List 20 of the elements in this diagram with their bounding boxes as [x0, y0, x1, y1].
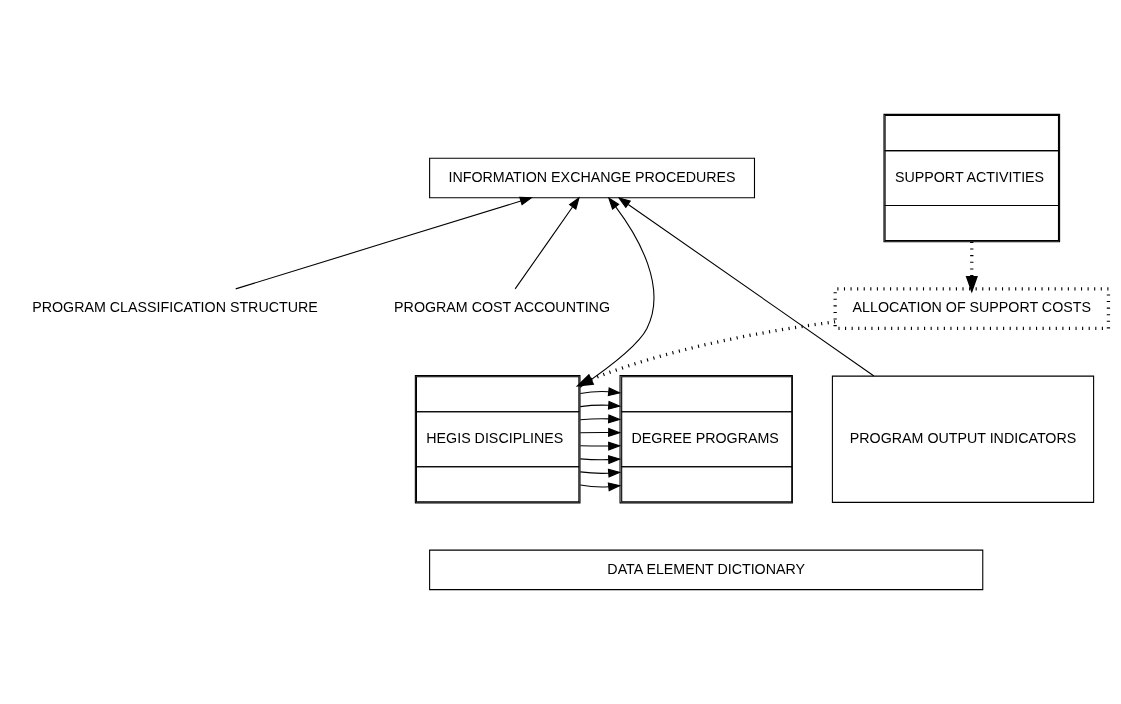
node-text: PROGRAM CLASSIFICATION STRUCTURE — [32, 299, 318, 316]
arrow — [617, 197, 875, 377]
arrow — [579, 468, 622, 478]
node-box: PROGRAM OUTPUT INDICATORS — [831, 375, 1095, 503]
arrow — [579, 482, 622, 492]
arrow — [579, 387, 622, 397]
arrow — [579, 455, 622, 465]
arrow — [235, 196, 533, 290]
arrow — [579, 400, 622, 410]
node-text: PROGRAM COST ACCOUNTING — [394, 299, 610, 316]
node-box: INFORMATION EXCHANGE PROCEDURES — [429, 157, 756, 199]
node-box: ALLOCATION OF SUPPORT COSTS — [833, 287, 1111, 331]
arrow — [514, 196, 580, 290]
arrow — [579, 414, 622, 424]
node-box: DATA ELEMENT DICTIONARY — [429, 549, 984, 591]
arrow — [579, 427, 622, 438]
arrow — [579, 196, 655, 388]
arrow — [575, 320, 836, 387]
arrow — [965, 241, 978, 294]
arrow — [579, 441, 622, 451]
